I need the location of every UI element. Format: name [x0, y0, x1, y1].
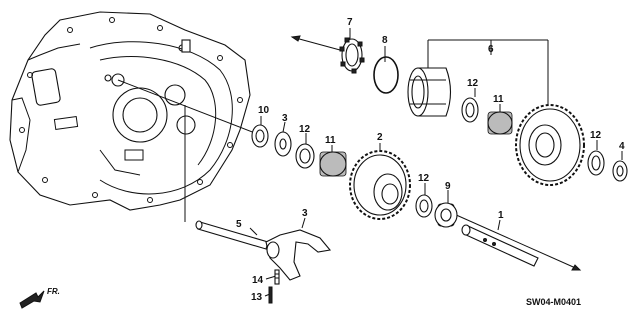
part-13-pin	[268, 286, 273, 304]
part-8-oil-seal	[251, 124, 269, 148]
diagram-code: SW04-M0401	[526, 297, 581, 307]
part-12-collar-right	[587, 150, 605, 176]
part-11-needle-bearing-top	[487, 111, 513, 135]
callout-12: 12	[467, 78, 479, 89]
direction-arrow-icon: FR.	[19, 287, 60, 309]
part-12-collar-left	[295, 143, 315, 169]
callout-13: 13	[251, 292, 263, 303]
callout-3: 3	[282, 113, 288, 124]
part-9-shift-fork	[265, 229, 332, 281]
part-5-synchro-ring	[339, 37, 365, 74]
callouts: 7 8 6 12 11 10 3 12 11 2 12 4 12 9 1 5 3…	[236, 17, 625, 303]
callout-10: 5	[236, 219, 242, 230]
part-3-thrust-washer-right	[612, 160, 628, 182]
part-4-sleeve	[407, 67, 452, 117]
callout-9: 3	[302, 208, 308, 219]
arrow-left-icon	[290, 35, 301, 42]
callout-4: 6	[488, 44, 494, 55]
part-12-collar-top	[461, 97, 479, 123]
part-3-thrust-washer-left	[274, 131, 292, 157]
part-1-shaft	[461, 224, 539, 267]
callout-12: 12	[418, 173, 430, 184]
callout-12: 12	[299, 124, 311, 135]
callout-2: 2	[377, 132, 383, 143]
axis-lines	[117, 28, 623, 297]
direction-label: FR.	[47, 287, 60, 296]
callout-11: 11	[493, 94, 504, 105]
part-4-large-gear	[515, 104, 585, 186]
callout-3: 4	[619, 141, 625, 152]
callout-1: 1	[498, 210, 504, 221]
callout-14: 14	[252, 275, 264, 286]
callout-12: 12	[590, 130, 602, 141]
part-12-collar-middle	[415, 194, 433, 218]
part-2-gear	[349, 150, 411, 220]
part-10-shift-rod	[195, 220, 269, 250]
callout-8: 10	[258, 105, 270, 116]
part-6-snap-ring	[373, 56, 399, 94]
part-11-needle-bearing-left	[319, 151, 347, 177]
part-14-spring-pin	[274, 269, 280, 285]
transmission-housing	[9, 11, 251, 211]
part-7-bearing	[434, 202, 458, 228]
callout-6: 8	[382, 35, 388, 46]
callout-5: 7	[347, 17, 353, 28]
arrow-right-icon	[571, 264, 582, 271]
callout-11: 11	[325, 135, 336, 146]
callout-7: 9	[445, 181, 451, 192]
